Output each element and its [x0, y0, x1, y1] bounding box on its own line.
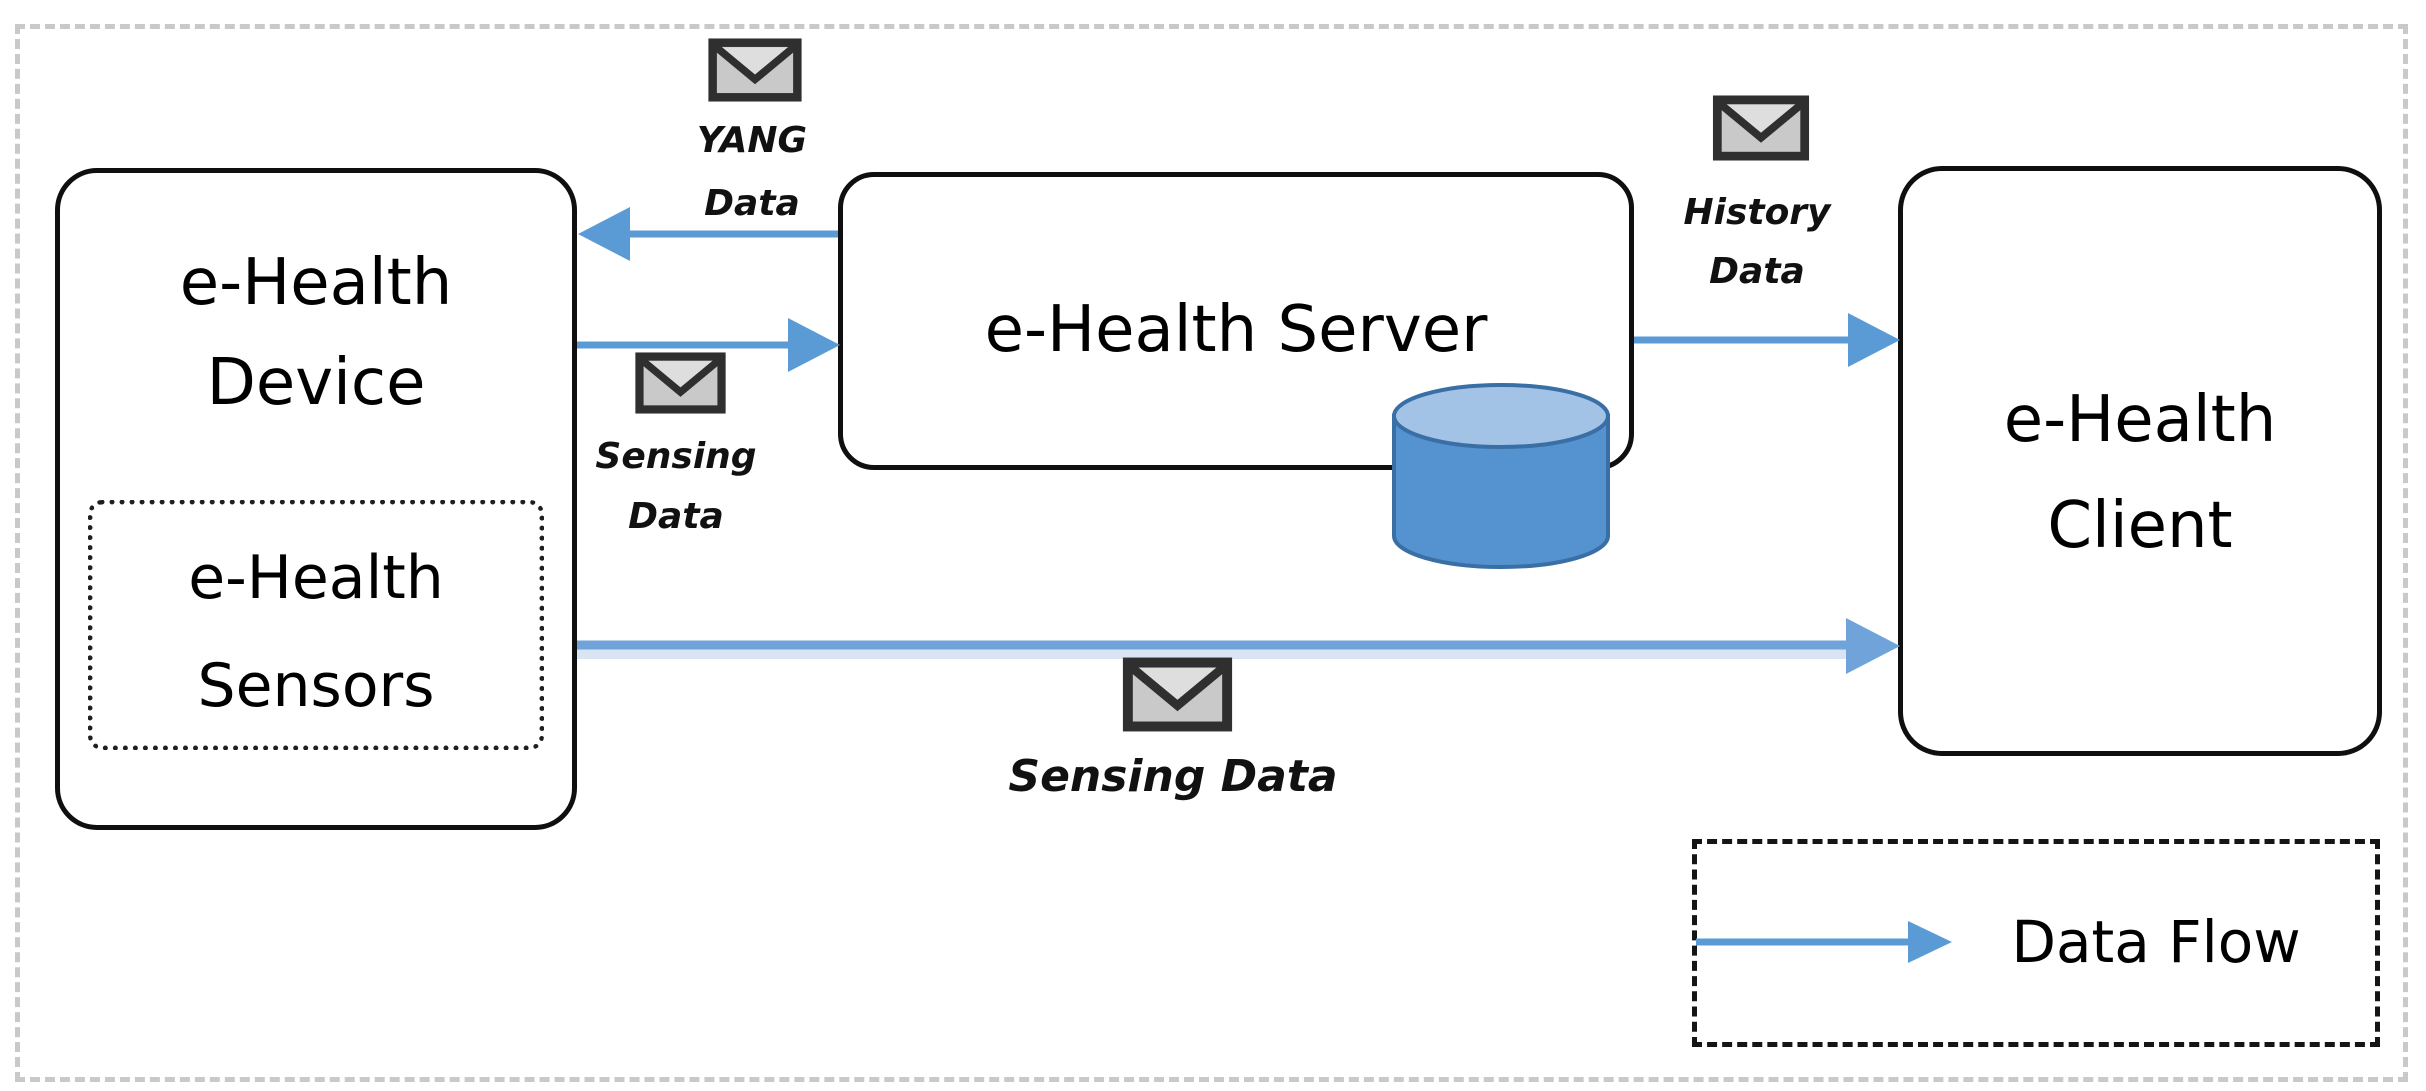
yang-data-label-line1: YANG — [696, 120, 808, 161]
sensors-label: e-Health Sensors — [88, 524, 544, 740]
server-label: e-Health Server — [984, 293, 1488, 367]
device-label-line2: Device — [206, 346, 426, 420]
yang-data-envelope-icon — [708, 38, 802, 102]
sensing-data-bottom-envelope-icon — [1122, 657, 1233, 732]
client-box — [1898, 166, 2382, 756]
history-data-label-line2: Data — [1709, 251, 1805, 292]
device-label: e-Health Device — [55, 233, 577, 433]
client-label-line2: Client — [2047, 489, 2233, 563]
yang-data-label: YANG Data — [652, 109, 852, 235]
diagram-border — [15, 24, 2408, 1082]
sensors-label-line1: e-Health — [188, 543, 444, 613]
sensing-data-envelope-icon — [635, 352, 726, 414]
client-label: e-Health Client — [1898, 367, 2382, 579]
history-data-label: History Data — [1657, 183, 1857, 301]
sensing-data-label-line2: Data — [628, 496, 724, 537]
device-label-line1: e-Health — [179, 246, 453, 320]
sensing-data-label-line1: Sensing — [595, 436, 757, 477]
yang-data-label-line2: Data — [704, 183, 800, 224]
history-data-envelope-icon — [1712, 95, 1810, 161]
client-label-line1: e-Health — [2003, 383, 2277, 457]
sensors-box — [88, 500, 544, 750]
sensors-label-line2: Sensors — [197, 651, 435, 721]
legend-label: Data Flow — [2011, 908, 2301, 976]
sensing-data-label: Sensing Data — [576, 427, 776, 547]
sensing-data-bottom-label: Sensing Data — [1008, 751, 1338, 802]
history-data-label-line1: History — [1683, 192, 1831, 233]
legend-box — [1692, 839, 2380, 1047]
